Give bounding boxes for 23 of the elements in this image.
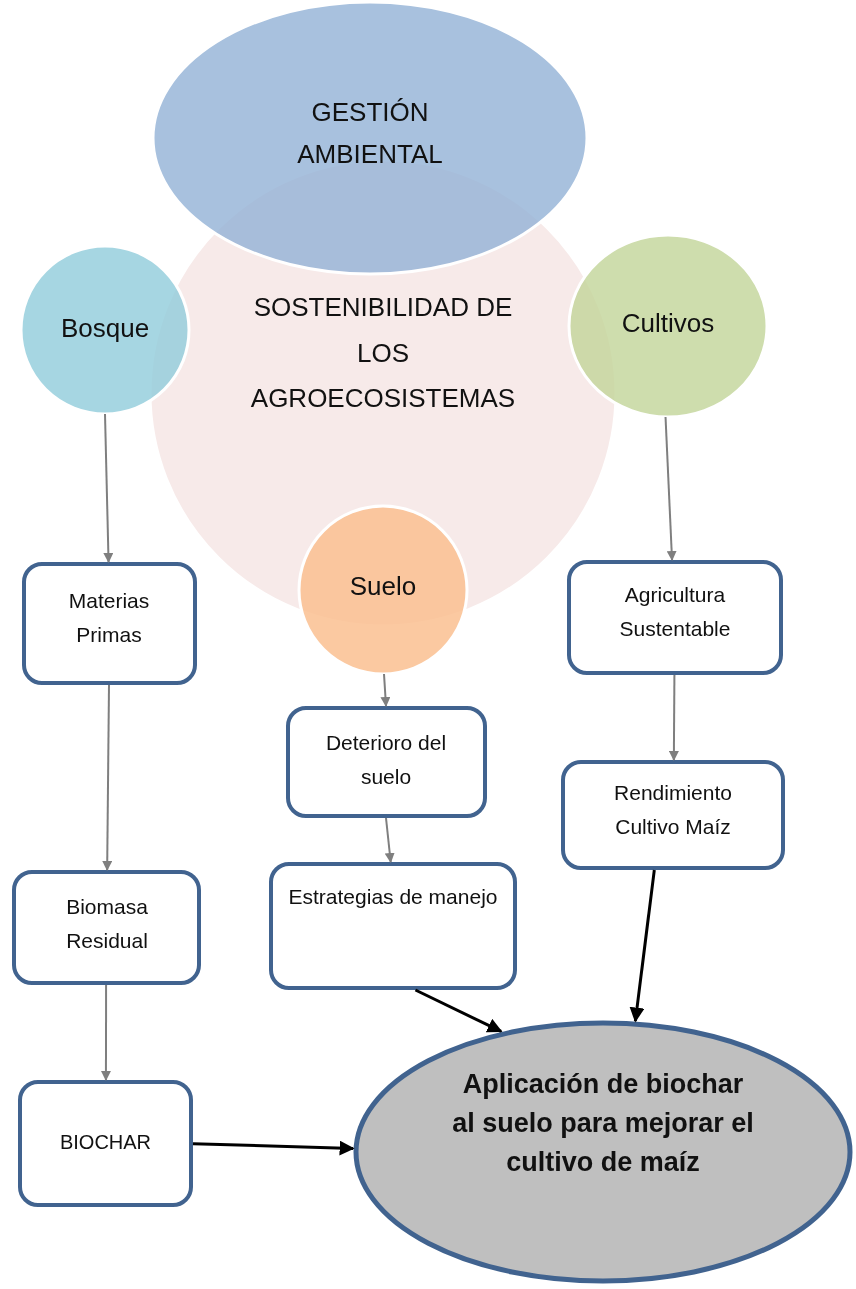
node-label: Biomasa Residual xyxy=(65,894,149,954)
node-label: Agricultura Sustentable xyxy=(618,582,732,642)
arrow xyxy=(100,984,111,1081)
arrow xyxy=(192,1140,355,1156)
node-label: Cultivos xyxy=(620,307,716,340)
arrow xyxy=(629,869,656,1023)
node-label: Deterioro del suelo xyxy=(324,730,448,790)
node-label: Bosque xyxy=(59,312,151,345)
arrow xyxy=(380,673,391,707)
arrow xyxy=(384,817,395,863)
arrow xyxy=(102,684,113,871)
node-label: Aplicación de biochar al suelo para mejorar el cultivo de maíz xyxy=(451,1068,755,1180)
node-label: GESTIÓN AMBIENTAL xyxy=(296,96,444,171)
node-label: Rendimiento Cultivo Maíz xyxy=(613,780,733,840)
node-label: Estrategias de manejo xyxy=(287,884,499,910)
arrow xyxy=(414,988,503,1033)
arrow xyxy=(664,415,677,561)
node-label: Suelo xyxy=(348,570,418,603)
arrow xyxy=(103,413,114,563)
arrow xyxy=(668,674,679,761)
node-label: BIOCHAR xyxy=(58,1130,153,1155)
node-label: SOSTENIBILIDAD DE LOS AGROECOSISTEMAS xyxy=(249,291,517,415)
node-label: Materias Primas xyxy=(67,588,151,648)
